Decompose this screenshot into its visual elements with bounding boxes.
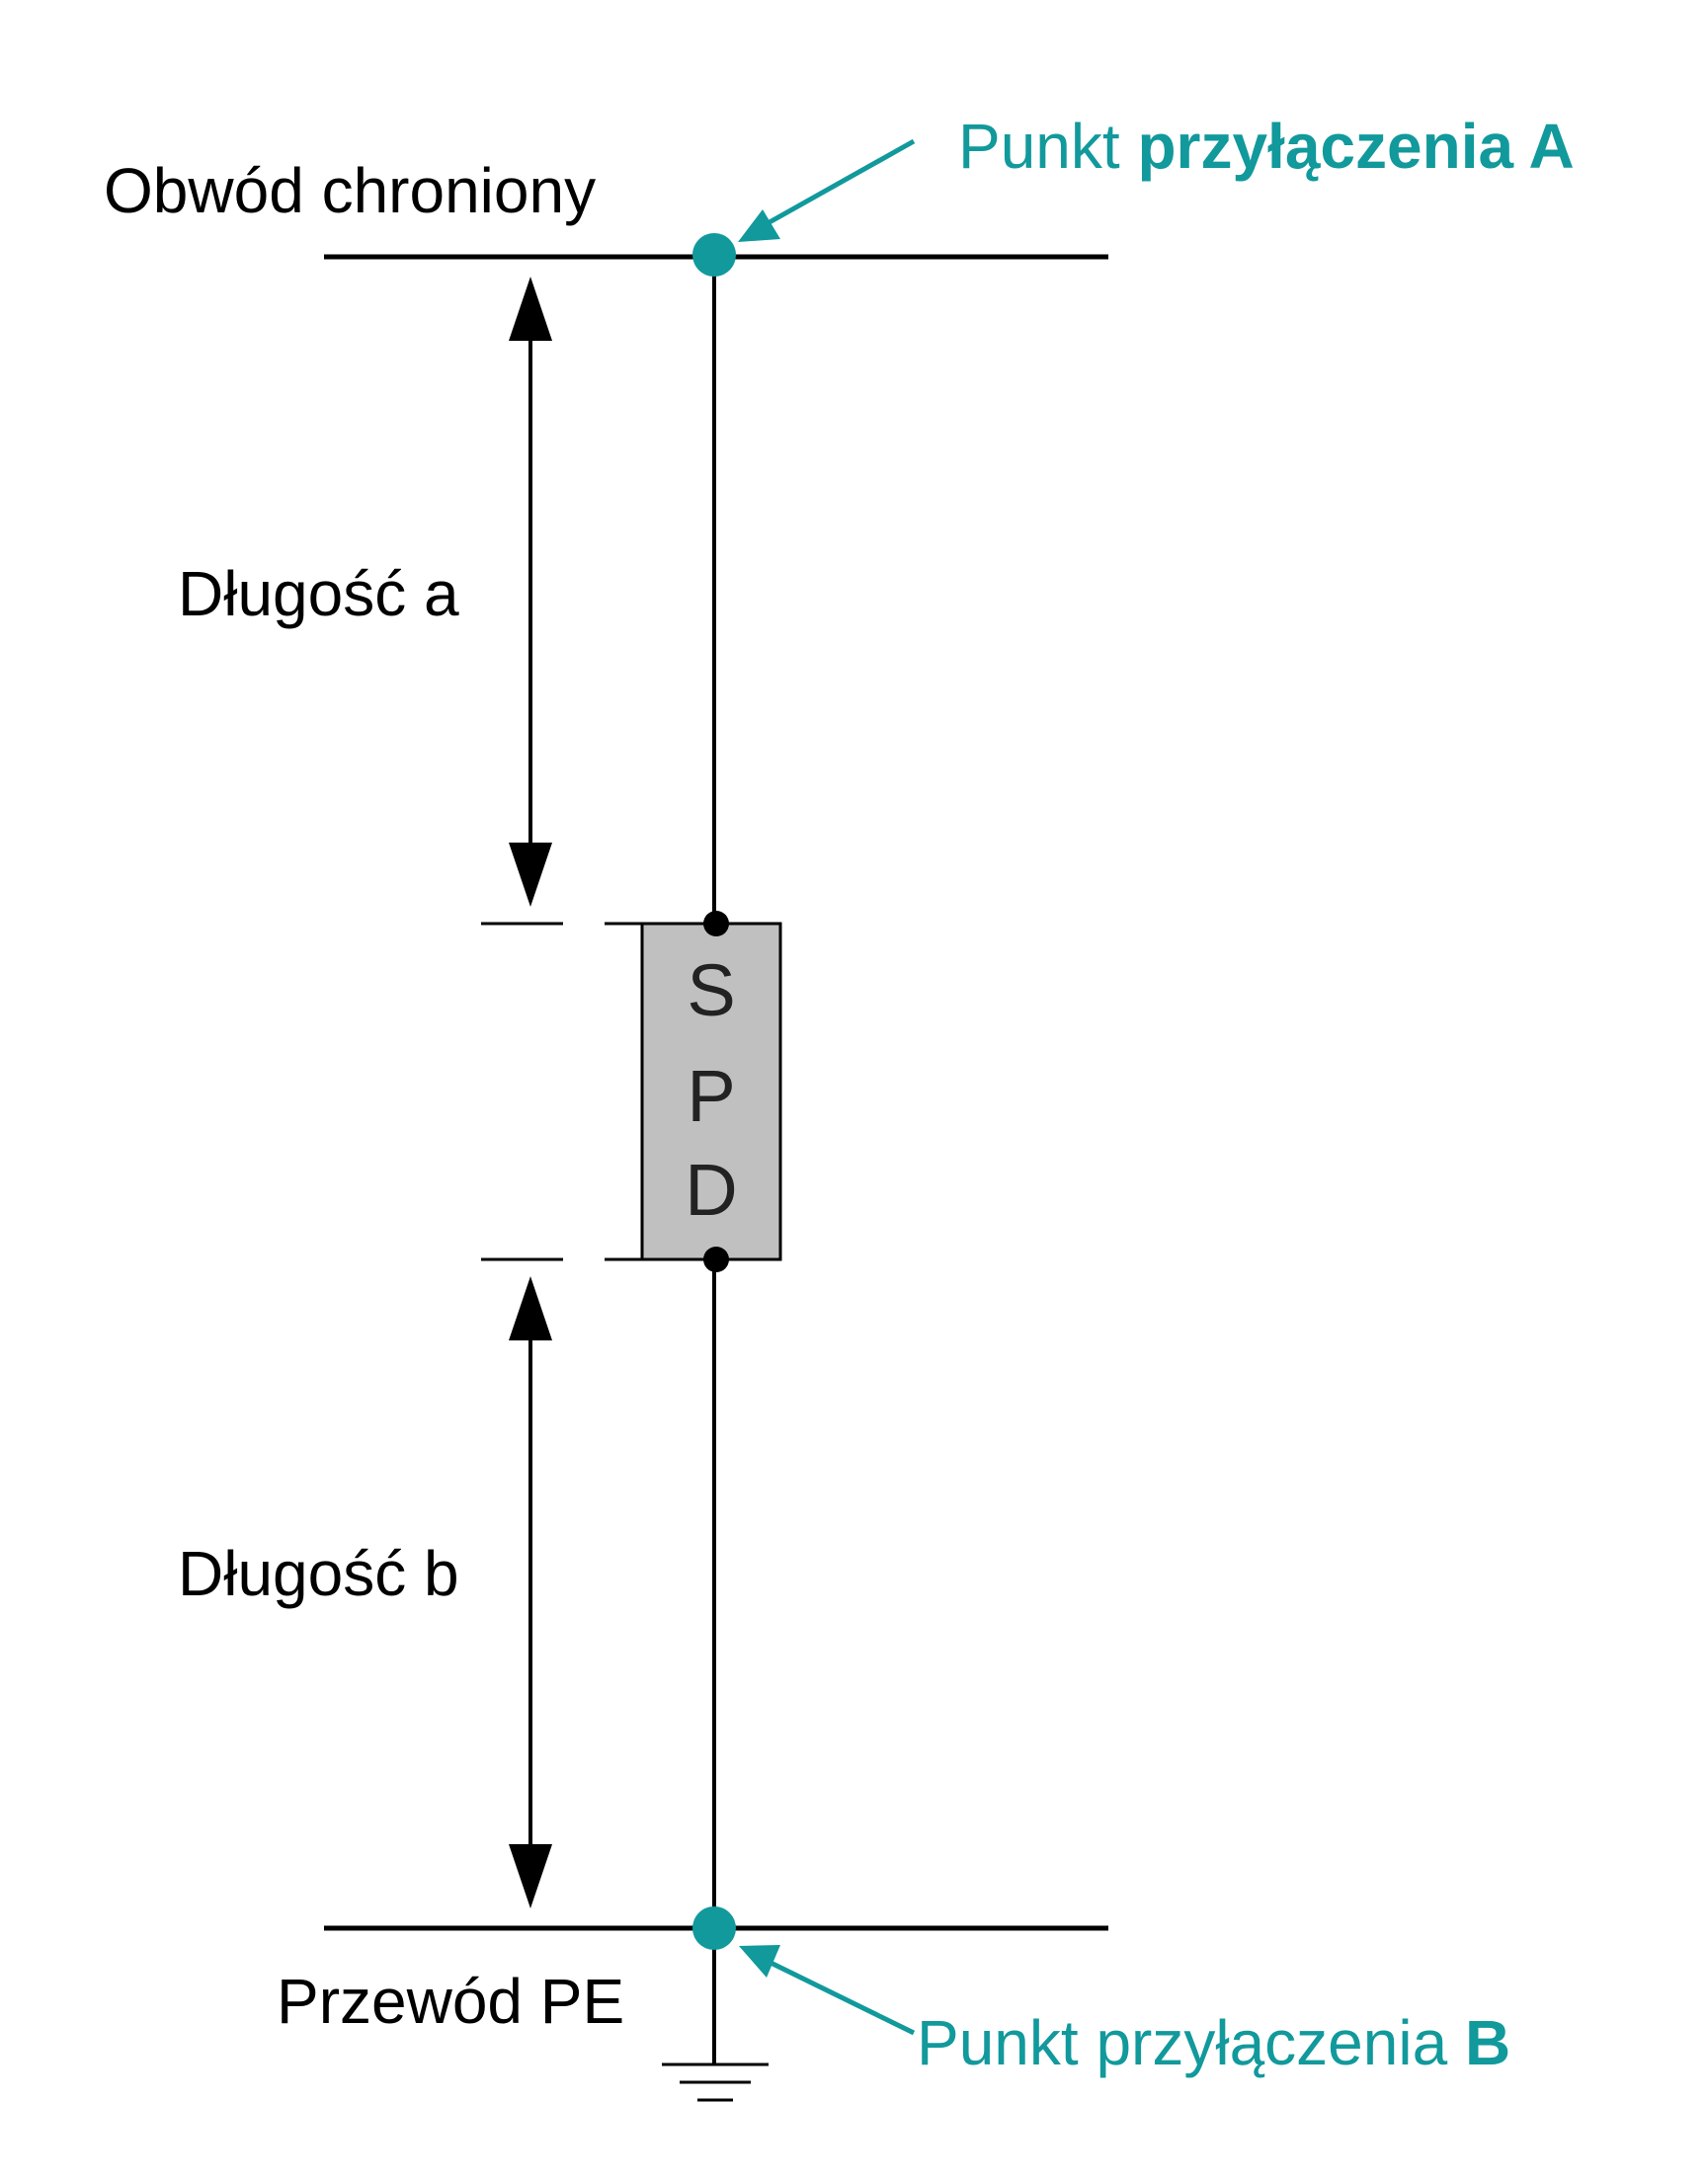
point-b-pointer-icon (739, 1945, 916, 2036)
spd-letter-p: P (687, 1055, 735, 1137)
protected-circuit-label: Obwód chroniony (104, 155, 596, 226)
spd-letter-s: S (687, 949, 735, 1031)
spd-device (640, 922, 782, 1261)
length-b-label: Długość b (178, 1538, 459, 1609)
point-b-label: Punkt przyłączenia B (917, 2007, 1510, 2078)
length-a-arrow-icon (509, 277, 552, 907)
point-a-label-bold: przyłączenia A (1137, 111, 1574, 182)
ground-symbol-icon (662, 2063, 769, 2102)
point-b-label-prefix: Punkt przyłączenia (917, 2007, 1465, 2078)
pe-conductor-label: Przewód PE (277, 1966, 624, 2037)
spd-terminal-top (703, 911, 729, 936)
length-b-arrow-icon (509, 1276, 552, 1908)
point-a-label: Punkt przyłączenia A (958, 111, 1575, 182)
point-a-pointer-icon (738, 138, 916, 242)
spd-terminal-bottom (703, 1247, 729, 1272)
point-b-label-bold: B (1465, 2007, 1510, 2078)
connection-point-a (692, 233, 736, 277)
length-a-label: Długość a (178, 558, 459, 629)
spd-letter-d: D (685, 1149, 737, 1231)
connection-point-b (692, 1906, 736, 1950)
point-a-label-prefix: Punkt (958, 111, 1137, 182)
